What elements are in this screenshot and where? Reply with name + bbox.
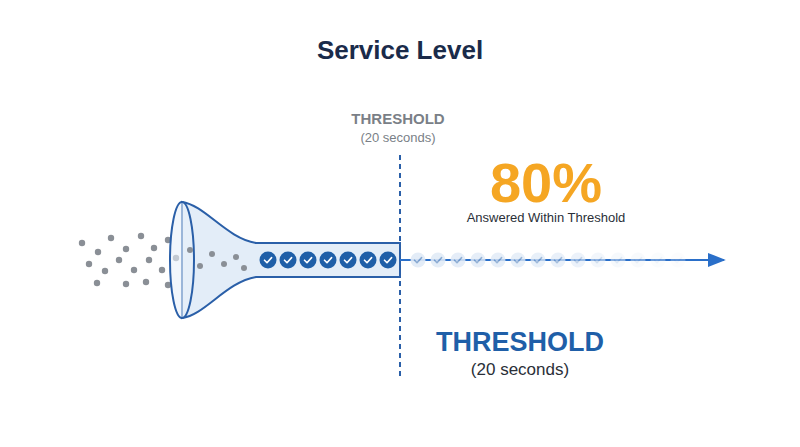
check-mark [455,258,462,263]
call-dot [131,267,137,273]
threshold-value: (20 seconds) [471,361,569,380]
check-mark [595,258,602,263]
late-dot [451,253,466,268]
check-mark [285,258,292,263]
funnel-mouth [170,202,194,318]
check-mark [535,258,542,263]
call-dot [123,246,129,252]
answered-calls [260,252,397,269]
call-dot [143,279,149,285]
late-calls [411,253,686,268]
call-dot [151,245,157,251]
check-mark [415,258,422,263]
call-dot [138,233,144,239]
late-dot [651,253,666,268]
answered-dot [300,252,317,269]
percentage-caption: Answered Within Threshold [467,211,626,225]
check-mark [555,258,562,263]
call-dot [146,257,152,263]
answered-dot [280,252,297,269]
late-dot [411,253,426,268]
answered-dot [320,252,337,269]
check-mark [345,258,352,263]
call-dot [197,263,203,269]
check-mark [635,258,642,263]
percentage-value: 80% [490,152,602,214]
call-dot [209,251,215,257]
call-dot [79,240,85,246]
late-dot [631,253,646,268]
threshold-heading: THRESHOLD [436,328,604,358]
check-mark [475,258,482,263]
call-dot [159,267,165,273]
check-mark [515,258,522,263]
check-mark [265,258,272,263]
check-mark [495,258,502,263]
threshold-line [399,155,401,376]
answered-dot [360,252,377,269]
call-dot [102,268,108,274]
diagram-title: Service Level [317,36,483,65]
check-mark [325,258,332,263]
check-mark [365,258,372,263]
call-dot [94,280,100,286]
check-mark [435,258,442,263]
late-dot [491,253,506,268]
call-dot [233,254,239,260]
check-mark [575,258,582,263]
late-dot [591,253,606,268]
funnel-body [182,202,400,318]
check-mark [675,258,682,263]
call-dot [187,247,193,253]
late-dot [671,253,686,268]
threshold-value: (20 seconds) [360,131,435,145]
answered-dot [260,252,277,269]
incoming-calls [79,233,179,288]
late-dot [611,253,626,268]
late-dot [531,253,546,268]
late-dot [471,253,486,268]
threshold-heading: THRESHOLD [351,111,444,128]
late-dot [551,253,566,268]
late-dot [571,253,586,268]
check-mark [615,258,622,263]
call-dot [86,261,92,267]
call-dot [123,281,129,287]
check-mark [385,258,392,263]
answered-dot [380,252,397,269]
call-dot [221,261,227,267]
call-dot [108,235,114,241]
late-dot [511,253,526,268]
call-dot [116,257,122,263]
check-mark [305,258,312,263]
calls-entering [187,247,247,271]
answered-dot [340,252,357,269]
call-dot [241,265,247,271]
call-dot [95,249,101,255]
check-mark [655,258,662,263]
late-dot [431,253,446,268]
